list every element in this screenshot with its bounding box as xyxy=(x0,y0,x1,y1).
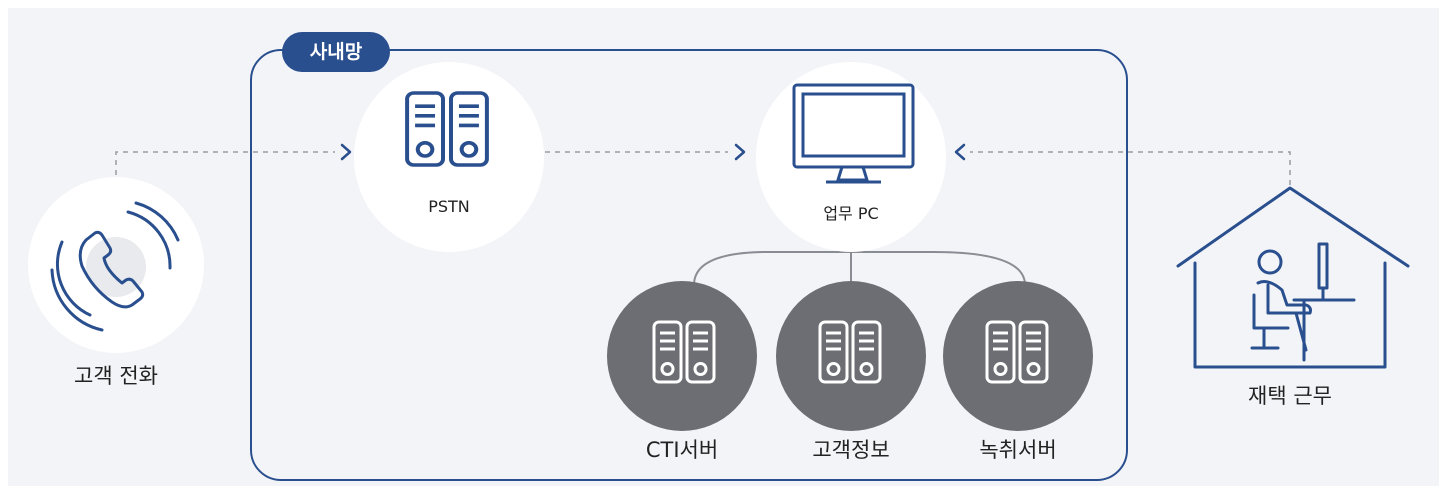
remote-work-label: 재택 근무 xyxy=(1248,384,1332,408)
customer-call-node xyxy=(28,177,204,353)
cti-server-node xyxy=(607,281,757,431)
work-pc-node xyxy=(756,62,946,252)
monitor-icon xyxy=(792,83,915,184)
cti-server-label: CTI서버 xyxy=(645,438,719,462)
remote-to-pc-line xyxy=(970,151,1291,185)
internal-network-tag: 사내망 xyxy=(282,32,390,72)
pstn-label: PSTN xyxy=(428,197,470,216)
call-to-pstn-line xyxy=(115,151,335,185)
recording-server-label: 녹취서버 xyxy=(979,438,1057,462)
pstn-node xyxy=(354,62,544,252)
customer-info-label: 고객정보 xyxy=(812,438,890,462)
customer-info-node xyxy=(776,281,926,431)
house-with-worker-icon xyxy=(1176,186,1410,369)
arrow-to-pstn-icon xyxy=(340,143,352,161)
arrow-to-pc-icon xyxy=(734,143,746,161)
work-pc-label: 업무 PC xyxy=(823,204,879,223)
recording-server-node xyxy=(943,281,1093,431)
internal-network-boundary xyxy=(250,49,1128,481)
arrow-from-remote-icon xyxy=(954,143,966,161)
phone-icon xyxy=(78,230,145,309)
connector-branch xyxy=(693,251,1026,286)
customer-call-label: 고객 전화 xyxy=(74,364,158,388)
